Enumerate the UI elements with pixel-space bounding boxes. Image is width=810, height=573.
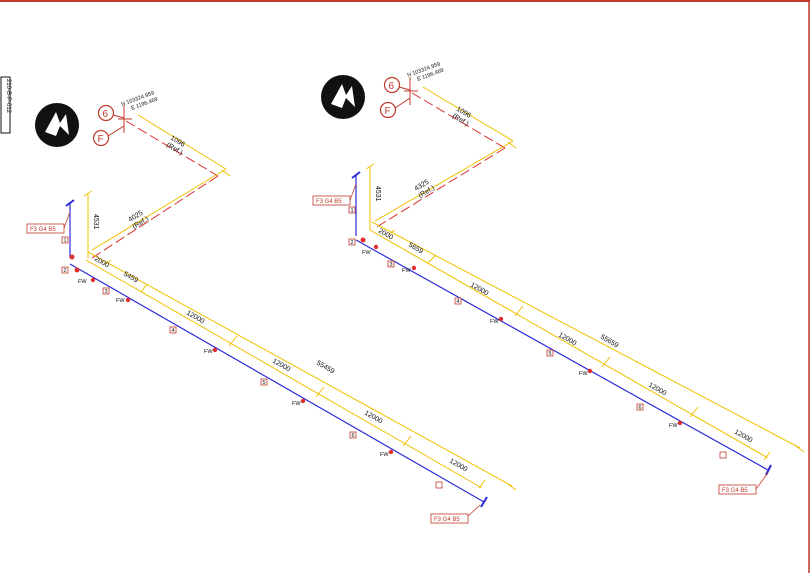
- upper-route: [91, 114, 231, 259]
- weld-label-5: FW: [380, 452, 389, 458]
- weld-label-2: FW: [402, 268, 411, 274]
- weld-label-4: FW: [579, 371, 588, 377]
- spool-mark-4: 4: [172, 328, 175, 334]
- weld-label-4: FW: [292, 401, 301, 407]
- spool-dim-2: 12000: [271, 358, 291, 374]
- pipe-tag-top-text: F3 G4 B5: [316, 199, 342, 205]
- spool-mark-2: 2: [64, 268, 67, 274]
- riser-dim: 4531: [374, 186, 381, 202]
- pipe-tag-bottom-text: F3 G4 B5: [722, 488, 748, 494]
- short-dim: 2000: [377, 228, 394, 242]
- spool-mark-2: 2: [351, 240, 354, 246]
- grid-row-label: 6: [103, 109, 109, 120]
- right-isometric-view: 6 F N 103324.959 E 1196.469 1096 (Ref.) …: [312, 61, 805, 495]
- weld-label-5: FW: [669, 423, 678, 429]
- spool-marks: 1 2 3 4 5 6: [348, 206, 727, 459]
- coordinate-block: N 103324.959 E 1196.469: [121, 90, 159, 111]
- pipe-tag-top: F3 G4 B5: [26, 211, 71, 234]
- spool-mark-6: 6: [639, 405, 642, 411]
- spool-dim-3: 12000: [647, 382, 667, 398]
- pipe-tag-top-text: F3 G4 B5: [30, 227, 56, 233]
- spool-dim-2: 12000: [557, 332, 577, 348]
- spool-mark-1: 1: [351, 208, 354, 214]
- total-dim: 55459: [315, 360, 335, 376]
- spool-dim-1: 12000: [469, 282, 489, 298]
- grid-col-label: F: [98, 134, 104, 145]
- coordinate-block: N 103324.959 E 1196.469: [407, 61, 445, 82]
- weld-label-1: FW: [362, 250, 371, 256]
- field-weld-icon: [360, 237, 683, 426]
- upper-route: [374, 86, 517, 229]
- pipe-tag-bottom: F3 G4 B5: [430, 504, 481, 524]
- spool-mark-3: 3: [390, 262, 393, 268]
- sheet-number: 210-B-P-012: [5, 79, 11, 114]
- sheet-side-label: 210-B-P-012: [0, 76, 11, 134]
- spool-mark-5: 5: [263, 380, 266, 386]
- weld-label-3: FW: [490, 319, 499, 325]
- weld-label-1: FW: [78, 279, 87, 285]
- grid-bubble-row: 6: [97, 104, 115, 122]
- north-arrow-icon: [321, 75, 365, 119]
- spool-mark-1: 1: [64, 238, 67, 244]
- pipe-tag-bottom-text: F3 G4 B5: [434, 517, 460, 523]
- grid-bubble-col: F: [92, 129, 110, 147]
- north-arrow-icon: [35, 103, 79, 147]
- field-weld-icon: [69, 254, 394, 455]
- left-isometric-view: 6 F N 103324.959 E 1196.469 1096 (Ref.) …: [26, 90, 517, 524]
- spool-mark-6: 6: [352, 433, 355, 439]
- spool-marks: 1 2 3 4 5 6: [61, 236, 443, 489]
- spool-dim-3: 12000: [363, 410, 383, 426]
- grid-bubble-row: 6: [383, 76, 401, 94]
- weld-label-2: FW: [116, 298, 125, 304]
- weld-label-3: FW: [204, 349, 213, 355]
- grid-bubble-col: F: [379, 101, 397, 119]
- spool-dim-4: 12000: [733, 429, 753, 445]
- first-spool-dim: 5659: [407, 242, 424, 256]
- weld-labels: FW FW FW FW FW: [362, 250, 678, 429]
- grid-col-label: F: [385, 106, 391, 117]
- grid-row-label: 6: [389, 81, 395, 92]
- spool-mark-4: 4: [457, 299, 460, 305]
- weld-labels: FW FW FW FW FW: [78, 279, 389, 458]
- spool-mark-5: 5: [549, 351, 552, 357]
- short-dim: 2000: [93, 256, 110, 270]
- riser-dim: 4531: [92, 214, 99, 230]
- pipe-tag-bottom: F3 G4 B5: [718, 472, 769, 495]
- pipe-tag-top: F3 G4 B5: [312, 183, 357, 206]
- spool-mark-3: 3: [105, 289, 108, 295]
